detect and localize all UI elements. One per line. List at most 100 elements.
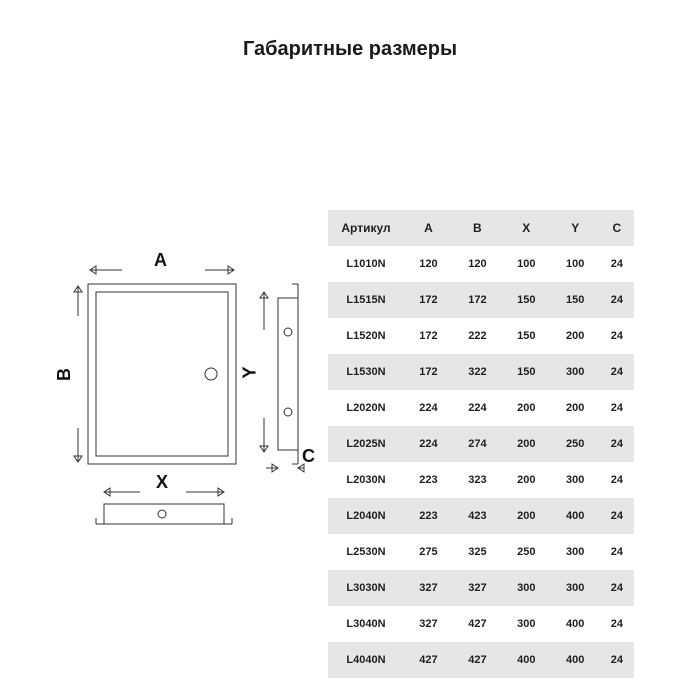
- table-cell: 325: [468, 546, 487, 558]
- table-cell: 200: [501, 426, 551, 462]
- table-cell: 300: [566, 474, 585, 486]
- label-x: X: [156, 472, 169, 492]
- table-cell: 24: [599, 498, 634, 534]
- table-cell: 24: [599, 282, 634, 318]
- table-cell: 172: [452, 282, 502, 318]
- table-cell: 24: [599, 642, 634, 678]
- table-cell: 427: [404, 642, 453, 678]
- table-cell: 300: [501, 570, 551, 606]
- table-cell: 300: [517, 618, 536, 630]
- table-cell: 274: [452, 426, 502, 462]
- table-cell: 24: [610, 474, 623, 486]
- label-a: A: [154, 250, 167, 270]
- table-cell: 300: [550, 354, 600, 390]
- table-cell: 427: [452, 642, 502, 678]
- arrow-x-right: [217, 487, 225, 497]
- frame-outer: [87, 283, 237, 465]
- table-cell: 24: [610, 618, 623, 630]
- table-cell: 400: [566, 618, 585, 630]
- table-cell: L2040N: [328, 498, 404, 534]
- header-a: A: [404, 210, 453, 246]
- table-cell: 172: [404, 354, 453, 390]
- table-cell: 200: [501, 498, 551, 534]
- table-cell: 224: [468, 402, 487, 414]
- table-cell: 400: [501, 642, 551, 678]
- table-cell: 24: [610, 258, 623, 270]
- arrow-a-left: [89, 265, 97, 275]
- table-cell: 120: [419, 258, 438, 270]
- label-y: Y: [239, 366, 260, 379]
- side-frame: [277, 297, 299, 451]
- door-panel: [95, 291, 229, 457]
- arrow-x-left: [103, 487, 111, 497]
- table-cell: 223: [404, 498, 453, 534]
- table-cell: 275: [419, 546, 438, 558]
- table-cell: 322: [452, 354, 502, 390]
- side-hinge-top: [283, 327, 293, 337]
- table-cell: L1515N: [328, 282, 404, 318]
- page-title: Габаритные размеры: [242, 38, 458, 60]
- table-cell: 24: [610, 330, 623, 342]
- bottom-frame: [103, 503, 225, 525]
- table-cell: L2530N: [346, 546, 386, 558]
- table-cell: 150: [501, 354, 551, 390]
- table-cell: L2020N: [346, 402, 386, 414]
- table-cell: 100: [566, 258, 585, 270]
- table-cell: 200: [517, 474, 536, 486]
- table-cell: 100: [517, 258, 536, 270]
- table-cell: 400: [550, 642, 600, 678]
- table-cell: 327: [404, 570, 453, 606]
- lock-circle: [204, 367, 218, 381]
- label-c: C: [302, 446, 315, 466]
- table-cell: 150: [501, 282, 551, 318]
- table-cell: 150: [550, 282, 600, 318]
- table-row: L1010N 120 120 100 100 24: [328, 246, 634, 282]
- table-cell: L3040N: [346, 618, 386, 630]
- table-cell: 150: [517, 330, 536, 342]
- table-cell: L2025N: [328, 426, 404, 462]
- table-cell: 24: [599, 426, 634, 462]
- table-cell: 172: [419, 330, 438, 342]
- table-cell: L2030N: [346, 474, 386, 486]
- table-cell: 323: [468, 474, 487, 486]
- arrow-y-top: [259, 291, 269, 299]
- bottom-lock: [157, 509, 167, 519]
- table-cell: 200: [566, 402, 585, 414]
- table-cell: L3030N: [328, 570, 404, 606]
- table-cell: 222: [468, 330, 487, 342]
- label-b: B: [54, 368, 74, 381]
- table-cell: 250: [550, 426, 600, 462]
- dimension-diagram: A B X Y C: [0, 0, 330, 700]
- table-header-row: Артикул A B X Y C: [328, 210, 634, 246]
- header-b: B: [452, 210, 502, 246]
- header-y: Y: [550, 210, 600, 246]
- arrow-c-right: [297, 463, 305, 473]
- hatch-drawing: [73, 265, 305, 525]
- table-cell: 300: [550, 570, 600, 606]
- header-article: Артикул: [328, 210, 404, 246]
- table-cell: L1520N: [346, 330, 386, 342]
- table-cell: 224: [404, 426, 453, 462]
- table-cell: 250: [517, 546, 536, 558]
- table-cell: 24: [599, 570, 634, 606]
- table-cell: 200: [517, 402, 536, 414]
- table-cell: 24: [610, 402, 623, 414]
- arrow-c-left: [271, 463, 279, 473]
- table-cell: L1010N: [346, 258, 386, 270]
- table-cell: 300: [566, 546, 585, 558]
- arrow-y-bottom: [259, 445, 269, 453]
- table-cell: 327: [419, 618, 438, 630]
- table-cell: L4040N: [328, 642, 404, 678]
- table-cell: 120: [468, 258, 487, 270]
- table-cell: 223: [419, 474, 438, 486]
